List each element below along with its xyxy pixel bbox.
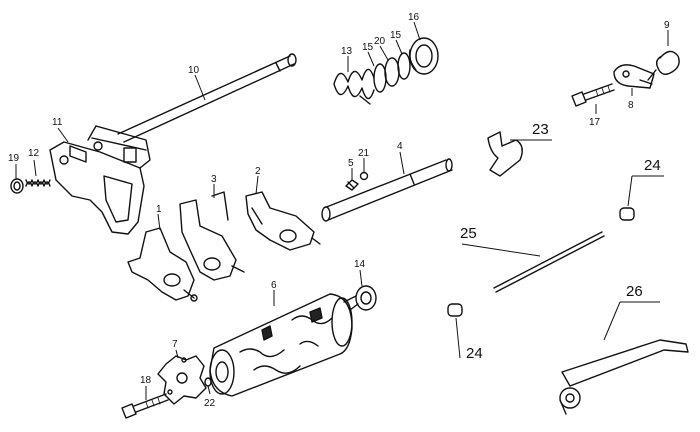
part-24-plug-upper	[619, 207, 635, 221]
part-3-shift-fork	[179, 191, 245, 281]
part-14-detent	[343, 285, 377, 311]
label-9: 9	[664, 20, 670, 31]
part-20-washer	[384, 57, 400, 87]
label-14: 14	[354, 259, 366, 270]
part-18-bolt	[121, 393, 169, 419]
part-15-washer-a	[373, 63, 387, 93]
label-21: 21	[358, 148, 370, 159]
part-6-shift-drum	[209, 293, 353, 397]
part-19-circlip	[10, 178, 24, 194]
label-4: 4	[397, 141, 403, 152]
part-16-oil-seal	[408, 37, 439, 75]
label-26: 26	[626, 283, 643, 300]
label-18: 18	[140, 375, 152, 386]
label-20: 20	[374, 36, 386, 47]
label-24-lower: 24	[466, 345, 483, 362]
label-8: 8	[628, 100, 634, 111]
part-11-shift-arm	[49, 125, 151, 235]
part-15-washer-b	[397, 52, 411, 80]
label-15-b: 15	[390, 30, 402, 41]
label-10: 10	[188, 65, 200, 76]
part-2-shift-fork	[245, 191, 321, 251]
label-3: 3	[211, 174, 217, 185]
label-13: 13	[341, 46, 353, 57]
label-2: 2	[255, 166, 261, 177]
label-17: 17	[589, 117, 601, 128]
label-23: 23	[532, 121, 549, 138]
label-22: 22	[204, 398, 216, 409]
leader-lines	[15, 21, 669, 400]
label-12: 12	[28, 148, 40, 159]
label-1: 1	[156, 204, 162, 215]
part-21-ball	[359, 171, 369, 181]
part-23-bracket	[487, 131, 523, 177]
part-10-shift-shaft	[117, 53, 297, 143]
part-12-spring	[25, 179, 51, 187]
part-22-pin	[204, 377, 212, 387]
part-1-shift-fork	[127, 227, 198, 302]
part-26-pedal-lever	[559, 339, 689, 415]
part-9-spring-clip	[647, 50, 680, 81]
part-13-spring	[333, 68, 375, 105]
label-25: 25	[460, 225, 477, 242]
label-6: 6	[271, 280, 277, 291]
part-4-fork-shaft	[321, 158, 453, 222]
label-16: 16	[408, 12, 420, 23]
part-labels: 10 11 12 19 1 3 2 4 5 21 6 14 7 18 22 13…	[8, 12, 670, 409]
part-5-pin	[345, 179, 359, 191]
part-24-plug-lower	[447, 303, 463, 317]
part-25-rod	[493, 231, 605, 293]
label-24-upper: 24	[644, 157, 661, 174]
label-5: 5	[348, 158, 354, 169]
label-19: 19	[8, 153, 20, 164]
part-7-star-plate	[157, 355, 207, 405]
part-17-bolt	[571, 83, 615, 107]
label-15-a: 15	[362, 42, 374, 53]
label-11: 11	[52, 117, 63, 128]
label-7: 7	[172, 339, 178, 350]
part-8-clamp-arm	[613, 64, 655, 89]
